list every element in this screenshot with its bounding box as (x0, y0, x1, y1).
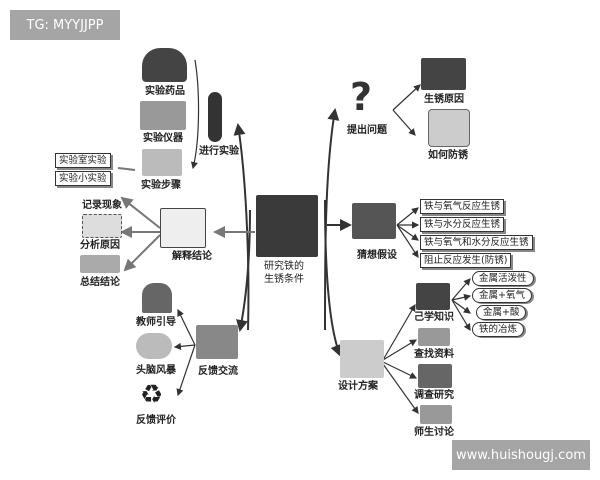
arrow-h3 (396, 224, 419, 241)
item-teacher: 教师引导 (136, 317, 176, 328)
flask-icon (142, 48, 187, 82)
experiment-label: 进行实验 (199, 146, 239, 157)
notes-icon (82, 214, 122, 238)
survey-image (418, 364, 452, 388)
scroll-icon (160, 208, 206, 248)
hand-icon (80, 255, 120, 273)
hypothesis-2: 铁与水分反应生锈 (420, 217, 505, 232)
arrow-types (117, 167, 136, 171)
test-tubes-icon (142, 149, 182, 176)
item-discussion: 师生讨论 (414, 427, 454, 438)
arrow-to-design (324, 199, 342, 357)
arrow-to-experiment (233, 123, 250, 331)
knowledge-1: 金属活泼性 (472, 271, 534, 286)
rust-image (421, 58, 466, 90)
arrow-steps (190, 59, 200, 170)
arrow-k3 (451, 299, 471, 314)
design-label: 设计方案 (338, 381, 378, 392)
rusty-iron-image (256, 195, 318, 257)
item-rust-cause: 生锈原因 (424, 94, 464, 105)
arrow-to-feedback (236, 209, 251, 332)
question-label: 提出问题 (347, 125, 387, 136)
arrow-d3 (382, 361, 418, 379)
item-apparatus: 实验仪器 (143, 133, 183, 144)
hypothesis-label: 猜想假设 (357, 250, 397, 261)
group-discussion-icon (196, 325, 238, 359)
feedback-label: 反馈交流 (198, 366, 238, 377)
floppy-disk-icon (416, 283, 450, 310)
books-icon (418, 328, 450, 346)
watermark-top: TG: MYYJJPP (10, 10, 120, 40)
item-prevent: 如何防锈 (428, 150, 468, 161)
conclusion-label: 解释结论 (172, 251, 212, 262)
arrow-f2 (173, 342, 196, 350)
item-drugs: 实验药品 (145, 86, 185, 97)
hypothesis-3: 铁与氧气和水分反应生锈 (420, 235, 533, 250)
type-small: 实验小实验 (55, 171, 111, 186)
item-record: 记录现象 (82, 200, 122, 211)
paint-can-icon (428, 109, 470, 147)
arrow-k1 (451, 278, 471, 301)
arrow-k4 (451, 299, 471, 332)
arrow-k2 (451, 293, 472, 301)
arrow-h4 (396, 224, 419, 259)
design-plan-icon (340, 340, 384, 378)
teacher-icon (142, 283, 172, 313)
center-label-line2: 生锈条件 (264, 274, 304, 285)
item-evaluation: 反馈评价 (136, 415, 176, 426)
handshake-icon (420, 405, 452, 424)
arrow-c-summary (123, 234, 161, 272)
hypothesis-4: 阻止反应发生(防锈) (420, 253, 512, 268)
item-survey: 调查研究 (414, 390, 454, 401)
knowledge-4: 铁的冶炼 (472, 322, 525, 337)
arrow-prevent (392, 109, 416, 136)
arrow-to-question (324, 108, 340, 331)
arrow-f1 (177, 308, 196, 346)
item-analyze: 分析原因 (80, 240, 120, 251)
item-brainstorm: 头脑风暴 (136, 365, 176, 376)
test-tube-icon (208, 92, 222, 142)
arrow-f3 (176, 344, 196, 397)
arrow-d1 (382, 303, 416, 361)
knowledge-3: 金属+酸 (476, 305, 527, 320)
arrow-d4 (382, 363, 419, 414)
arrow-reason (392, 84, 421, 111)
item-summary: 总结结论 (80, 277, 120, 288)
recycle-icon: ♻ (140, 380, 164, 410)
arrow-c-record (120, 196, 161, 229)
thinker-statue-icon (352, 203, 396, 239)
center-label-line1: 研究铁的 (264, 261, 304, 272)
watermark-bottom: www.huishougj.com (452, 440, 590, 470)
knowledge-2: 金属+氧气 (472, 288, 532, 303)
arrow-h1 (396, 207, 419, 226)
hypothesis-1: 铁与氧气反应生锈 (420, 199, 505, 214)
brain-icon (136, 333, 172, 359)
question-mark-icon: ? (350, 75, 373, 119)
type-lab: 实验室实验 (55, 153, 111, 168)
item-steps: 实验步骤 (141, 180, 181, 191)
apparatus-image (140, 101, 186, 130)
item-research: 查找资料 (414, 349, 454, 360)
item-knowledge: 己学知识 (414, 312, 454, 323)
arrow-d2 (382, 339, 418, 361)
